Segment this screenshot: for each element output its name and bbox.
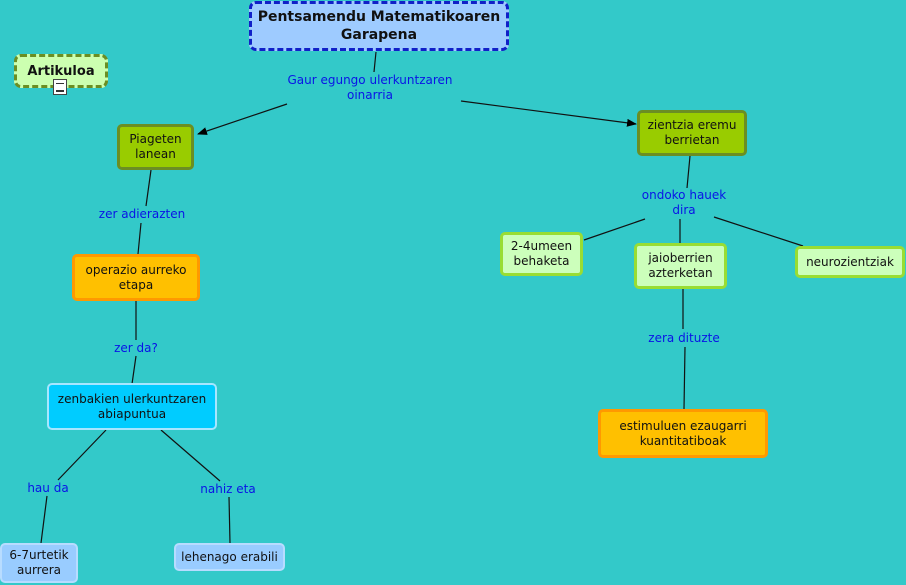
edge-gaur-piageten	[197, 103, 288, 135]
node-piageten[interactable]: Piageten lanean	[117, 124, 194, 170]
edge-zientzia-ondoko	[686, 155, 691, 189]
node-neurozientziak[interactable]: neurozientziak	[795, 246, 905, 278]
node-estimuluen[interactable]: estimuluen ezaugarri kuantitatiboak	[598, 409, 768, 458]
node-lehenago[interactable]: lehenago erabili	[174, 543, 285, 571]
link-label-nahiz-eta: nahiz eta	[200, 482, 256, 496]
node-zazpi-label: 6-7urtetik aurrera	[9, 548, 69, 577]
artikuloa-label: Artikuloa	[27, 63, 95, 79]
node-piageten-label: Piageten lanean	[129, 132, 182, 161]
node-zientzia[interactable]: zientzia eremu berrietan	[637, 110, 747, 156]
node-zazpi[interactable]: 6-7urtetik aurrera	[0, 543, 78, 583]
link-label-ondoko: ondoko hauek dira	[641, 188, 727, 217]
edge-ondoko-umeen	[583, 218, 646, 241]
node-jaioberrien-label: jaioberrien azterketan	[648, 251, 713, 280]
edge-zenbakien-nahiz	[160, 429, 221, 482]
document-icon[interactable]	[53, 79, 67, 95]
link-label-zera: zera dituzte	[648, 331, 720, 345]
edge-ondoko-neuro	[713, 216, 804, 247]
node-estimuluen-label: estimuluen ezaugarri kuantitatiboak	[619, 418, 747, 448]
node-zientzia-label: zientzia eremu berrietan	[647, 118, 737, 147]
node-umeen[interactable]: 2-4umeen behaketa	[500, 232, 583, 276]
node-umeen-label: 2-4umeen behaketa	[510, 239, 573, 268]
node-operazio-label: operazio aurreko etapa	[85, 262, 187, 292]
edge-nahiz-lehenago	[228, 496, 231, 544]
link-label-zer-da: zer da?	[114, 341, 158, 355]
node-neurozientziak-label: neurozientziak	[806, 254, 894, 269]
node-zenbakien-label: zenbakien ulerkuntzaren abiapuntua	[57, 391, 207, 421]
edge-zeradierazten-operazio	[137, 222, 142, 255]
edge-piageten-zeradierazten	[145, 169, 152, 207]
link-label-zer-adierazten: zer adierazten	[98, 207, 186, 221]
edge-zenbakien-haud	[57, 429, 107, 481]
edge-zerda-zenbakien	[131, 355, 137, 385]
node-lehenago-label: lehenago erabili	[181, 549, 278, 564]
edge-zera-estimuluen	[683, 346, 686, 410]
edge-gaur-zientzia	[460, 100, 637, 127]
root-concept[interactable]: Pentsamendu Matematikoaren Garapena	[249, 1, 509, 51]
edge-root-gaur	[373, 51, 377, 73]
root-concept-label: Pentsamendu Matematikoaren Garapena	[257, 9, 501, 43]
edge-hauda-zazpi	[40, 495, 48, 544]
link-label-gaur: Gaur egungo ulerkuntzaren oinarria	[287, 73, 453, 102]
node-zenbakien[interactable]: zenbakien ulerkuntzaren abiapuntua	[47, 383, 217, 430]
link-label-hau-da: hau da	[27, 481, 69, 495]
node-operazio[interactable]: operazio aurreko etapa	[72, 254, 200, 301]
node-jaioberrien[interactable]: jaioberrien azterketan	[634, 243, 727, 289]
